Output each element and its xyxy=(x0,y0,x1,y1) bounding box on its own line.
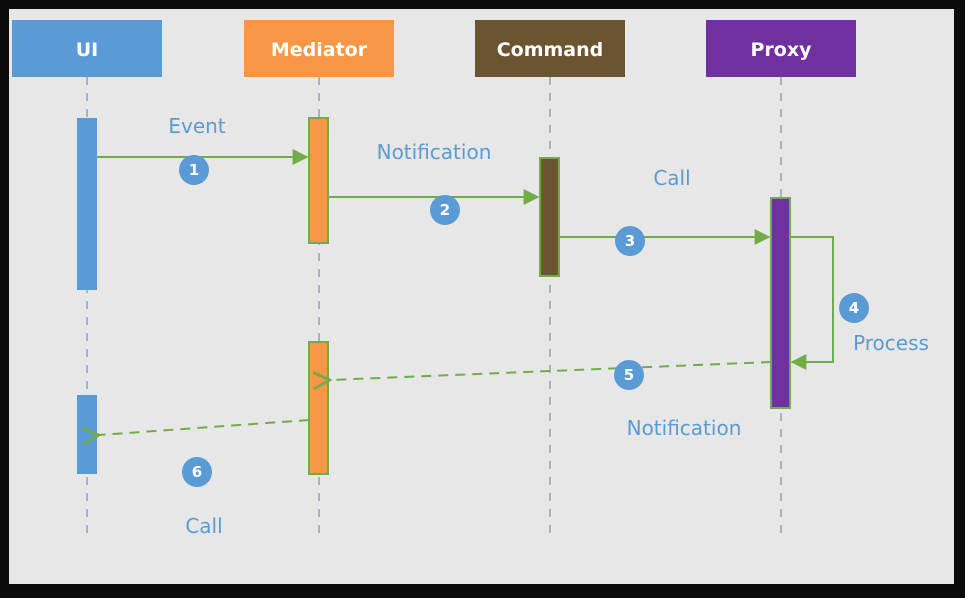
message-5-label: Notification xyxy=(627,416,742,440)
message-5-arrow xyxy=(330,361,772,380)
participant-proxy: Proxy xyxy=(706,20,856,77)
step-badge-3-number: 3 xyxy=(625,232,635,250)
activation-ui-1 xyxy=(77,118,97,290)
participant-proxy-label: Proxy xyxy=(751,39,813,61)
step-badge-2: 2 xyxy=(430,195,460,225)
diagram-frame: UI Mediator Command Proxy Event Notifica… xyxy=(9,9,954,584)
message-6-label: Call xyxy=(185,514,222,538)
message-4-arrow xyxy=(790,236,834,370)
activation-mediator-2 xyxy=(308,341,329,475)
message-4-label: Process xyxy=(853,331,929,355)
participant-command-label: Command xyxy=(497,39,604,61)
activation-command xyxy=(539,157,560,277)
message-2-label: Notification xyxy=(377,140,492,164)
step-badge-2-number: 2 xyxy=(440,201,450,219)
step-badge-5-number: 5 xyxy=(624,366,634,384)
participant-mediator-label: Mediator xyxy=(271,39,368,61)
message-6-arrow xyxy=(99,419,310,435)
sequence-diagram: UI Mediator Command Proxy Event Notifica… xyxy=(12,20,929,539)
step-badge-1: 1 xyxy=(179,155,209,185)
step-badge-5: 5 xyxy=(614,360,644,390)
step-badge-4: 4 xyxy=(839,293,869,323)
activation-proxy xyxy=(770,197,791,409)
step-badge-6-number: 6 xyxy=(192,463,202,481)
step-badge-3: 3 xyxy=(615,226,645,256)
step-badge-4-number: 4 xyxy=(849,299,859,317)
participant-mediator: Mediator xyxy=(244,20,394,77)
participant-command: Command xyxy=(475,20,625,77)
activation-ui-2 xyxy=(77,395,97,474)
step-badge-1-number: 1 xyxy=(189,161,199,179)
participant-ui-label: UI xyxy=(76,39,99,61)
activation-mediator-1 xyxy=(308,117,329,244)
message-3-label: Call xyxy=(653,166,690,190)
participant-ui: UI xyxy=(12,20,162,77)
message-1-label: Event xyxy=(168,114,225,138)
step-badge-6: 6 xyxy=(182,457,212,487)
